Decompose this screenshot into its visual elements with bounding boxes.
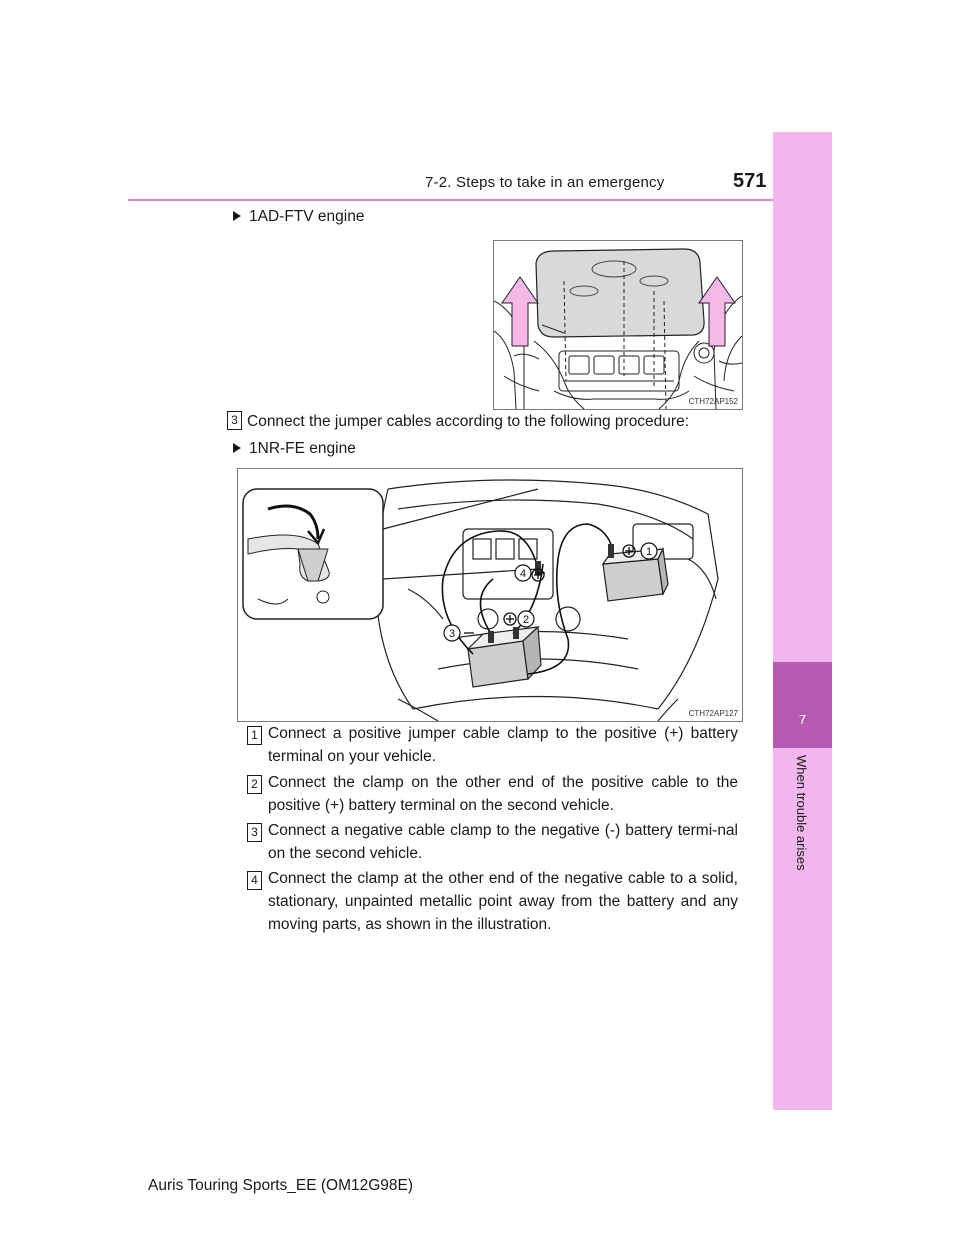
substep-1-text: Connect a positive jumper cable clamp to… [268,725,738,765]
chapter-title-text: When trouble arises [793,755,809,871]
figure-code: CTH72AP127 [688,709,738,718]
section-title: 7-2. Steps to take in an emergency [425,174,665,191]
header-rule [128,199,832,201]
substep-number-box: 2 [247,775,262,794]
callout-2: 2 [523,614,529,626]
chapter-number-block [773,662,832,748]
triangle-bullet-icon [233,211,241,221]
engine-heading-1ad: 1AD-FTV engine [233,208,364,226]
callout-4: 4 [520,568,526,580]
triangle-bullet-icon [233,443,241,453]
figure-engine-cover: CTH72AP152 [493,240,743,410]
callout-3: 3 [449,628,455,640]
callout-1: 1 [646,546,652,558]
footer-manual-id: Auris Touring Sports_EE (OM12G98E) [148,1177,414,1194]
chapter-title: When trouble arises [773,755,832,885]
page-number: 571 [733,170,767,192]
step-3-text: Connect the jumper cables according to t… [247,413,690,430]
substep-4-text: Connect the clamp at the other end of th… [268,870,738,933]
engine-cover-illustration [494,248,742,409]
figure-code: CTH72AP152 [688,397,738,406]
substep-number-box: 3 [247,823,262,842]
substep-2-text: Connect the clamp on the other end of th… [268,774,738,814]
substep-number-box: 1 [247,726,262,745]
engine-heading-1nr-text: 1NR-FE engine [249,440,356,457]
chapter-side-tab [773,132,832,1110]
engine-heading-1ad-text: 1AD-FTV engine [249,208,365,225]
substep-3-text: Connect a negative cable clamp to the ne… [268,822,738,862]
substep-number-box: 4 [247,871,262,890]
chapter-number: 7 [798,712,807,727]
jumper-cable-illustration: 1 2 3 4 [242,479,719,721]
figure-jumper-cables: 1 2 3 4 CTH72AP127 [237,468,743,722]
step-number-box: 3 [227,411,242,430]
engine-heading-1nr: 1NR-FE engine [233,440,356,458]
